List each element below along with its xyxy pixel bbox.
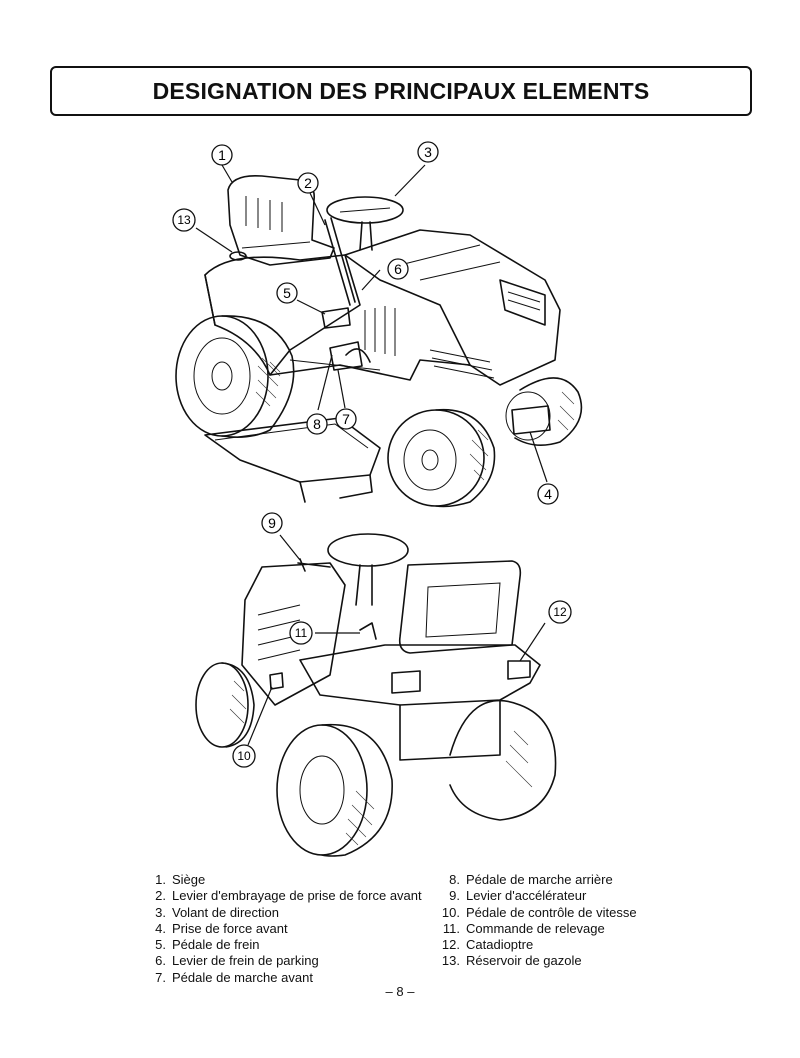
hood: [344, 229, 561, 386]
tractor-rear-illustration: 9 11 12 10: [195, 512, 572, 857]
svg-text:8: 8: [313, 416, 321, 432]
svg-text:11: 11: [295, 626, 308, 640]
legend-item: 2.Levier d'embrayage de prise de force a…: [155, 888, 422, 904]
legend-item: 8.Pédale de marche arrière: [449, 872, 613, 887]
legend-item: 7.Pédale de marche avant: [155, 969, 313, 985]
callout-9: 9: [261, 512, 283, 534]
callout-7: 7: [335, 408, 357, 430]
callout-6: 6: [387, 258, 409, 280]
seat: [227, 174, 335, 266]
steering-wheel-rear: [327, 533, 409, 606]
legend-item: 4.Prise de force avant: [155, 920, 288, 936]
front-left-wheel: [505, 377, 583, 446]
callout-3: 3: [417, 141, 439, 163]
rear-left-wheel-back: [276, 723, 393, 857]
svg-text:9: 9: [268, 515, 276, 531]
speed-pedal: [269, 672, 284, 690]
legend-item: 10.Pédale de contrôle de vitesse: [441, 904, 637, 920]
callout-2: 2: [297, 172, 319, 194]
throttle-lever: [297, 558, 331, 572]
svg-text:12: 12: [553, 605, 567, 619]
page-number: – 8 –: [385, 984, 415, 999]
svg-text:13: 13: [177, 213, 191, 227]
svg-text:10: 10: [237, 749, 251, 763]
callout-10: 10: [232, 744, 256, 768]
svg-text:7: 7: [342, 411, 350, 427]
svg-text:6: 6: [394, 261, 402, 277]
legend-item: 9.Levier d'accélérateur: [449, 888, 587, 904]
legend-item: 11.Commande de relevage: [442, 920, 605, 936]
front-pto: [511, 405, 551, 435]
svg-text:3: 3: [424, 144, 432, 160]
callout-12: 12: [548, 600, 572, 624]
callout-5: 5: [276, 282, 298, 304]
svg-text:5: 5: [283, 285, 291, 301]
callout-8: 8: [306, 413, 328, 435]
legend-item: 13.Réservoir de gazole: [441, 953, 582, 969]
svg-text:4: 4: [544, 486, 552, 502]
callout-1: 1: [211, 144, 233, 166]
svg-text:2: 2: [304, 175, 312, 191]
legend-item: 3.Volant de direction: [155, 904, 279, 920]
legend-item: 12.Catadioptre: [441, 937, 534, 953]
steering-wheel: [326, 196, 404, 251]
tractor-front-illustration: 1 2 3 4 5 6 7 8 13: [172, 141, 583, 508]
legend-right: 8.Pédale de marche arrière 9.Levier d'ac…: [438, 872, 637, 970]
tractor-body: [204, 254, 471, 381]
legend-item: 6.Levier de frein de parking: [155, 953, 319, 969]
seat-rear: [398, 560, 522, 654]
legend-item: 1.Siège: [155, 872, 206, 887]
lift-control: [359, 622, 377, 640]
rear-right-wheel: [449, 699, 557, 821]
mower-deck: [204, 417, 381, 503]
hood-side: [241, 562, 346, 706]
callout-leaders-rear: [247, 534, 546, 746]
svg-text:1: 1: [218, 147, 226, 163]
pedals: [321, 307, 371, 371]
rear-body: [299, 644, 541, 761]
fuel-tank-cap: [229, 251, 247, 261]
callout-leaders: [195, 164, 548, 483]
rear-left-wheel: [175, 315, 295, 438]
callout-13: 13: [172, 208, 196, 232]
front-right-wheel: [387, 408, 496, 508]
legend-left: 1.Siège 2.Levier d'embrayage de prise de…: [144, 872, 422, 986]
legend-item: 5.Pédale de frein: [155, 937, 260, 953]
title-box: DESIGNATION DES PRINCIPAUX ELEMENTS: [50, 66, 752, 116]
page-title: DESIGNATION DES PRINCIPAUX ELEMENTS: [152, 77, 650, 104]
front-wheel: [195, 662, 255, 748]
callout-4: 4: [537, 483, 559, 505]
callout-11: 11: [289, 621, 313, 645]
pto-lever: [324, 217, 356, 306]
